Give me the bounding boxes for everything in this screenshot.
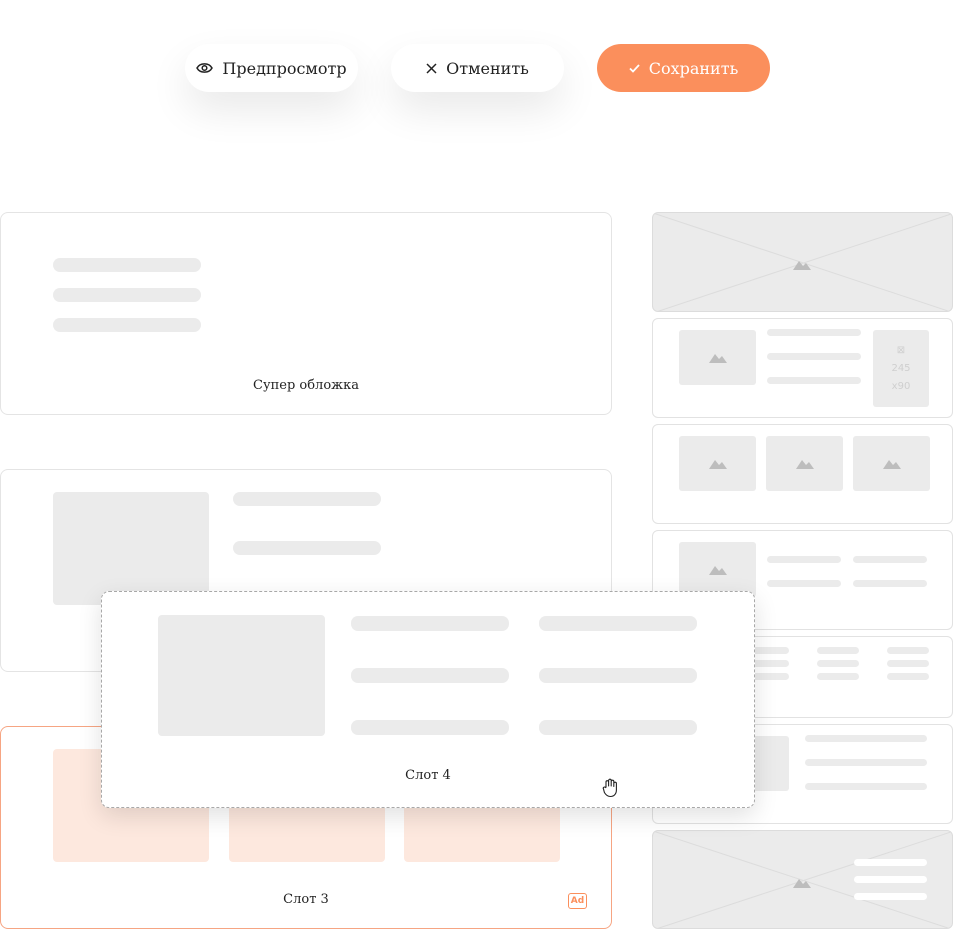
preview-button-label: Предпросмотр <box>222 58 347 78</box>
text-placeholder <box>854 859 927 866</box>
text-placeholder <box>351 668 509 683</box>
image-placeholder-icon <box>708 560 727 579</box>
image-placeholder <box>853 436 930 491</box>
grab-hand-icon <box>602 778 620 802</box>
preview-button[interactable]: Предпросмотр <box>185 44 358 92</box>
image-placeholder <box>679 330 756 385</box>
text-placeholder <box>539 668 697 683</box>
ad-badge-text: Ad <box>570 896 585 906</box>
text-placeholder <box>817 673 859 680</box>
text-placeholder <box>854 876 927 883</box>
image-placeholder-icon <box>708 348 727 367</box>
text-placeholder <box>233 492 381 506</box>
text-placeholder <box>767 329 861 336</box>
layout-thumb-banner-with-text[interactable] <box>652 830 953 929</box>
image-placeholder-icon <box>793 255 811 274</box>
save-button-label: Сохранить <box>648 58 739 78</box>
image-placeholder <box>679 542 756 597</box>
text-placeholder <box>351 720 509 735</box>
text-placeholder <box>233 541 381 555</box>
text-placeholder <box>53 318 201 332</box>
image-placeholder-icon <box>793 873 811 892</box>
text-placeholder <box>887 660 929 667</box>
save-button[interactable]: Сохранить <box>597 44 770 92</box>
text-placeholder <box>747 647 789 654</box>
cancel-button[interactable]: Отменить <box>391 44 564 92</box>
text-placeholder <box>854 893 927 900</box>
image-placeholder-icon <box>708 454 727 473</box>
image-placeholder-icon <box>795 454 814 473</box>
text-placeholder <box>853 556 927 563</box>
text-placeholder <box>887 647 929 654</box>
text-placeholder <box>539 720 697 735</box>
text-placeholder <box>805 735 927 742</box>
close-icon <box>426 62 437 74</box>
check-icon <box>629 63 640 73</box>
banner-size-label: 245 x90 <box>891 362 911 392</box>
text-placeholder <box>351 616 509 631</box>
slot-4-dragging[interactable]: Слот 4 <box>101 591 755 808</box>
text-placeholder <box>747 660 789 667</box>
text-placeholder <box>539 616 697 631</box>
text-placeholder <box>805 783 927 790</box>
ad-badge-icon: Ad <box>568 893 587 909</box>
slot-label: Слот 4 <box>405 768 451 783</box>
text-placeholder <box>817 647 859 654</box>
slot-label: Супер обложка <box>253 378 359 393</box>
text-placeholder <box>767 377 861 384</box>
image-placeholder <box>766 436 843 491</box>
text-placeholder <box>53 288 201 302</box>
slot-label: Слот 3 <box>283 892 329 907</box>
layout-thumb-three-images[interactable] <box>652 424 953 524</box>
image-placeholder <box>53 492 209 605</box>
eye-icon <box>196 62 214 74</box>
text-placeholder <box>817 660 859 667</box>
banner-placeholder: ⊠ 245 x90 <box>873 330 929 407</box>
text-placeholder <box>747 673 789 680</box>
image-placeholder <box>158 615 325 736</box>
layout-thumb-banner[interactable] <box>652 212 953 312</box>
text-placeholder <box>805 759 927 766</box>
layout-thumb-list-with-banner[interactable]: ⊠ 245 x90 <box>652 318 953 418</box>
text-placeholder <box>767 353 861 360</box>
image-placeholder <box>679 436 756 491</box>
image-placeholder-icon <box>882 454 901 473</box>
ad-badge-icon: ⊠ <box>896 344 906 356</box>
super-cover-slot[interactable]: Супер обложка <box>0 212 612 415</box>
text-placeholder <box>853 580 927 587</box>
cancel-button-label: Отменить <box>446 58 529 78</box>
text-placeholder <box>53 258 201 272</box>
text-placeholder <box>887 673 929 680</box>
text-placeholder <box>767 580 841 587</box>
text-placeholder <box>767 556 841 563</box>
